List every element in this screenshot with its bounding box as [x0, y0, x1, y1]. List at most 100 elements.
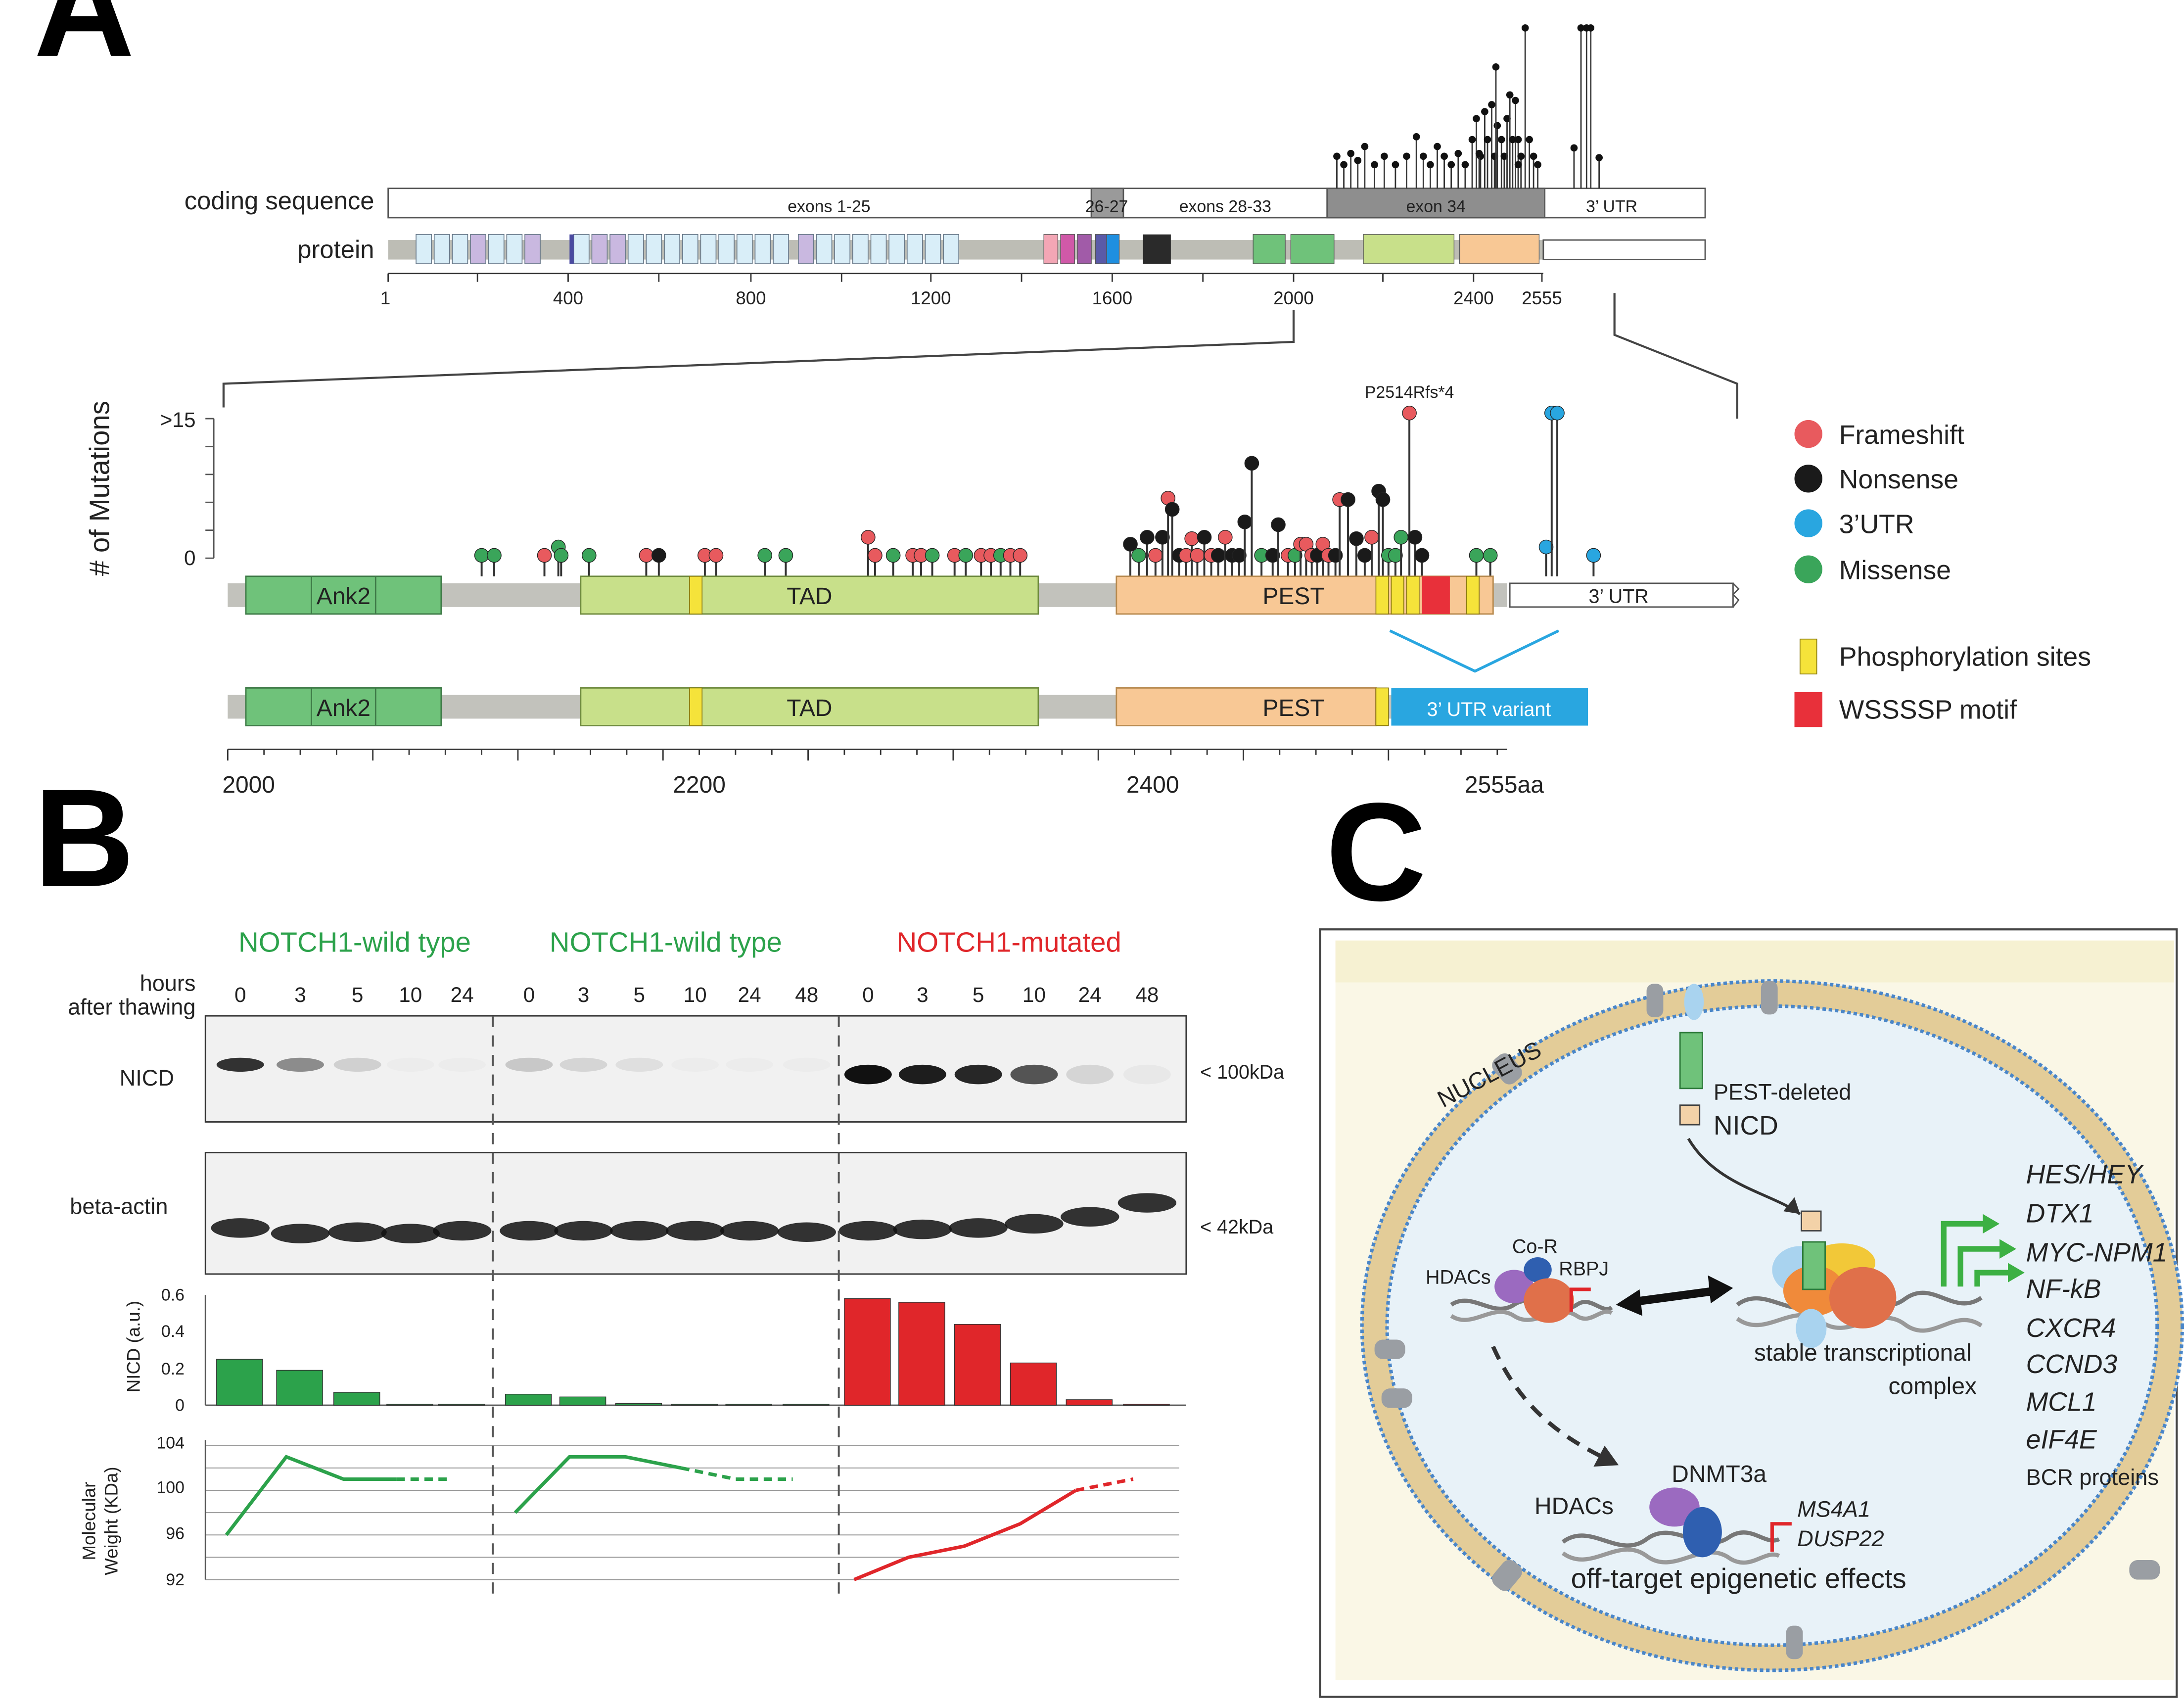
- nicd-band-g1-2: [333, 1057, 381, 1072]
- exchange-arrowhead-left: [1616, 1289, 1643, 1316]
- lollipop-head-62: [1375, 492, 1391, 507]
- utr-label: 3’ UTR: [1586, 197, 1637, 216]
- lollipop-head-71: [1538, 539, 1554, 555]
- coactivator-small-icon: [1796, 1309, 1827, 1348]
- lnr-domain-1: [1043, 234, 1059, 264]
- lollipop-head-58: [1349, 531, 1364, 546]
- hour-label-g2-10: 10: [684, 983, 707, 1006]
- nuclear-pores: [1374, 981, 2160, 1660]
- group-title-3: NOTCH1-mutated: [897, 926, 1121, 957]
- epigenetic-dna-strand-a: [1561, 1530, 1780, 1548]
- stable-complex-label-2: complex: [1888, 1373, 1977, 1399]
- actin-band-g1-0: [211, 1218, 270, 1238]
- utr-stalk-head-0: [1577, 24, 1585, 32]
- lollipop-head-70: [1483, 548, 1498, 563]
- nicd-band-g3-5: [1123, 1064, 1171, 1085]
- legend-missense-icon: [1794, 555, 1822, 583]
- egf-repeat-16: [718, 234, 735, 264]
- gene-nf-kb: NF-kB: [2026, 1274, 2101, 1304]
- mutations-axis-ticks: [205, 418, 214, 559]
- cor-label: Co-R: [1512, 1236, 1558, 1258]
- protein-label: protein: [297, 236, 374, 264]
- actin-band-g3-5: [1117, 1193, 1177, 1213]
- hour-label-g2-5: 5: [634, 983, 646, 1006]
- lollipop-head-28: [1148, 548, 1163, 563]
- lollipop-head-6: [639, 548, 654, 563]
- exon34-stalk-head-15: [1454, 149, 1462, 157]
- actin-band-g2-3: [665, 1221, 725, 1241]
- bar-g1-2: [333, 1392, 380, 1406]
- zoom-line-left: [222, 310, 1295, 408]
- nicd-band-g2-4: [726, 1058, 773, 1072]
- ank-domain-2: [1290, 234, 1335, 264]
- after-thawing-label: after thawing: [68, 994, 195, 1019]
- exon34-stalk-head-30: [1512, 96, 1519, 104]
- bar-ylabel: NICD (a.u.): [124, 1301, 144, 1392]
- egf-repeat-22: [834, 234, 851, 264]
- tad-domain-2: [580, 687, 1039, 726]
- nicd-ank-icon: [1679, 1032, 1703, 1090]
- exon34-stalk-head-34: [1526, 136, 1533, 143]
- gene-dusp22: DUSP22: [1797, 1526, 1884, 1551]
- exon34-stalk-head-27: [1503, 115, 1511, 123]
- exon34-stalk-head-32: [1517, 152, 1525, 160]
- actin-band-g2-5: [777, 1222, 836, 1242]
- exchange-arrow-shaft: [1632, 1286, 1717, 1306]
- lollipop-head-74: [1586, 548, 1601, 563]
- egf-repeat-19: [773, 234, 789, 264]
- actin-band-g3-2: [949, 1218, 1008, 1238]
- hour-label-g3-3: 3: [917, 983, 929, 1006]
- tad-phospho-site-1: [689, 575, 703, 615]
- nicd-band-g3-4: [1066, 1064, 1114, 1085]
- utr-label-1: 3’ UTR: [1588, 585, 1648, 607]
- egf-repeat-21: [816, 234, 833, 264]
- lollipop-head-24: [1013, 548, 1028, 563]
- bottom-tick-2200: 2200: [673, 772, 726, 798]
- bar-g3-5: [1123, 1404, 1170, 1406]
- ank2-label-2: Ank2: [317, 695, 371, 721]
- lollipop-head-39: [1218, 529, 1233, 545]
- wssssp-motif: [1422, 576, 1450, 614]
- nicd-band-g3-2: [954, 1064, 1002, 1085]
- tm-domain: [1106, 234, 1120, 264]
- nicd-blot-label: NICD: [120, 1065, 174, 1091]
- phospho-site-d: [1466, 575, 1480, 615]
- gene-bcr-proteins: BCR proteins: [2026, 1465, 2159, 1490]
- egf-repeat-12: [646, 234, 662, 264]
- lollipop-head-4: [554, 548, 569, 563]
- lollipop-head-36: [1197, 529, 1212, 545]
- panel-letter-c: C: [1326, 774, 1427, 930]
- lnr-domain-3: [1077, 234, 1092, 264]
- egf-repeat-11: [627, 234, 644, 264]
- nuclear-pore-7: [1786, 1625, 1803, 1660]
- activation-arrowhead-2: [1999, 1239, 2016, 1259]
- egf-repeat-6: [506, 234, 523, 264]
- bar-g2-1: [559, 1396, 606, 1406]
- group-title-1: NOTCH1-wild type: [238, 926, 471, 957]
- bar-g3-2: [954, 1324, 1001, 1406]
- egf-repeat-13: [664, 234, 680, 264]
- bar-g1-0: [216, 1359, 263, 1406]
- exon-34-label: exon 34: [1406, 197, 1465, 216]
- protein-tick-400: 400: [553, 288, 583, 308]
- nicd-band-g2-5: [783, 1058, 831, 1072]
- exon34-stalk-head-20: [1481, 108, 1488, 115]
- exon34-stalk-head-6: [1381, 152, 1388, 160]
- gene-cxcr4: CXCR4: [2026, 1313, 2116, 1343]
- exons-26-27-label: 26-27: [1085, 197, 1128, 216]
- exon34-stalk-head-39: [1514, 161, 1522, 169]
- exons-1-25-label: exons 1-25: [788, 197, 870, 216]
- utr-stalk-head-4: [1570, 144, 1578, 152]
- hour-label-g3-48: 48: [1135, 983, 1159, 1006]
- nuclear-pore-4: [1374, 1339, 1405, 1359]
- lollipop-head-35: [1190, 548, 1205, 563]
- rbpj-protein-icon: [1524, 1278, 1574, 1323]
- mutations-axis-label: # of Mutations: [84, 401, 115, 576]
- lollipop-head-38: [1210, 548, 1226, 563]
- ank2-domain-2: [245, 687, 442, 726]
- nicd-band-g1-1: [277, 1057, 324, 1072]
- callout-p2514: P2514Rfs*4: [1365, 383, 1454, 402]
- legend-utr-icon: [1794, 509, 1822, 537]
- nicd-band-g2-2: [615, 1057, 663, 1072]
- mw-tick-96: 96: [166, 1524, 185, 1543]
